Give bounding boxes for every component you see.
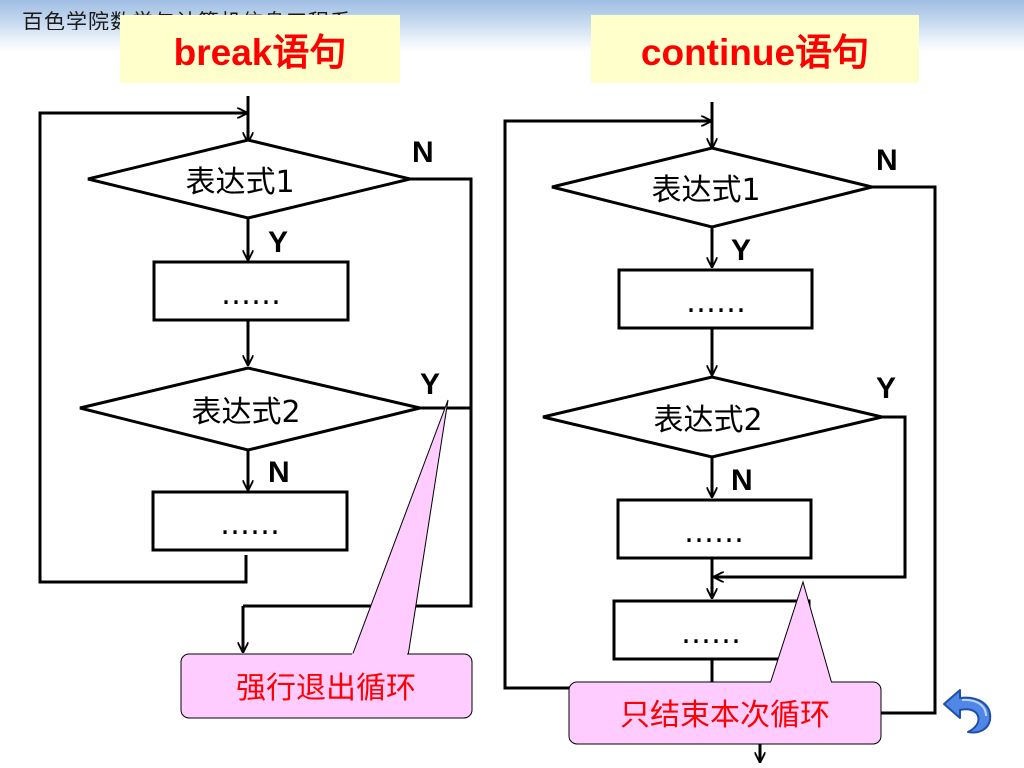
break-body1-label: …… [221, 277, 281, 312]
continue-callout-box [568, 681, 882, 745]
break-cond2-no-label: N [268, 456, 290, 489]
break-body2-box [151, 490, 349, 552]
continue-cond1-label: 表达式1 [651, 173, 760, 208]
break-cond1-yes-label: Y [268, 226, 288, 259]
continue-body2-label: …… [684, 515, 744, 550]
continue-body1-box [617, 268, 814, 330]
break-callout-box [180, 653, 473, 719]
break-body1-box [152, 260, 350, 322]
continue-title: continue语句 [591, 15, 919, 83]
break-body2-label: …… [220, 507, 280, 542]
continue-cond1-yes-label: Y [731, 234, 751, 267]
continue-body1-label: …… [686, 285, 746, 320]
continue-body2-box [616, 498, 813, 560]
continue-cond2-no-label: N [731, 464, 753, 497]
back-button[interactable] [938, 686, 998, 738]
continue-flowchart [503, 102, 937, 762]
continue-cond2-yes-label: Y [876, 372, 896, 405]
break-callout-text: 强行退出循环 [236, 671, 416, 706]
break-cond2-yes-label: Y [420, 368, 440, 401]
break-cond2-label: 表达式2 [191, 395, 300, 430]
continue-body3-label: …… [681, 616, 741, 651]
break-flowchart [38, 96, 473, 652]
continue-callout-text: 只结束本次循环 [620, 698, 830, 733]
return-arrow-icon [943, 689, 992, 734]
continue-cond2-yes-line [715, 415, 907, 579]
break-cond1-no-line [243, 177, 473, 608]
continue-cond1-no-label: N [876, 144, 898, 177]
break-callout-pointer [351, 399, 449, 657]
continue-cond2-label: 表达式2 [653, 403, 762, 438]
break-title: break语句 [120, 15, 400, 83]
break-cond1-label: 表达式1 [185, 165, 294, 200]
continue-loop-back-line [503, 119, 714, 690]
break-loop-back-line [38, 111, 248, 584]
continue-body3-box [612, 599, 811, 661]
break-cond1-no-label: N [412, 136, 434, 169]
